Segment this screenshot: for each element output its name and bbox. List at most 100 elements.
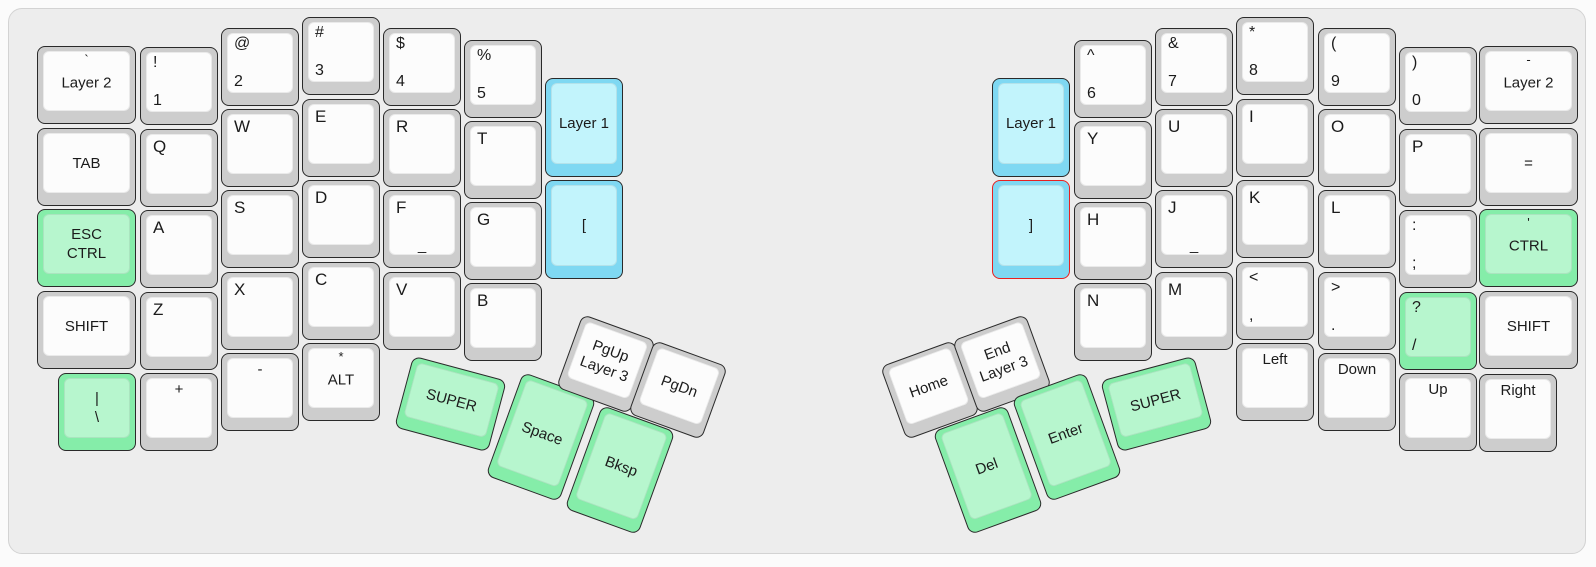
key-amp-7[interactable]: &7 (1155, 28, 1233, 106)
key-asterisk-8[interactable]: *8 (1236, 17, 1314, 95)
key-label: \ (94, 409, 100, 426)
key-d[interactable]: D (302, 180, 380, 258)
key-h[interactable]: H (1074, 202, 1152, 280)
key-s[interactable]: S (221, 190, 299, 268)
key-o[interactable]: O (1318, 109, 1396, 187)
key-paren-0[interactable]: )0 (1399, 47, 1477, 125)
key-label: ESC (71, 226, 102, 243)
key-layer2-right[interactable]: -Layer 2 (1479, 46, 1578, 124)
key-label: Space (519, 417, 566, 449)
key-q[interactable]: Q (140, 129, 218, 207)
key-f[interactable]: F_ (383, 190, 461, 268)
key-layer1-right[interactable]: Layer 1 (992, 78, 1070, 177)
key-label: 0 (1412, 92, 1421, 109)
key-label: Layer 2 (1503, 74, 1554, 92)
key-label: CTRL (1508, 237, 1549, 255)
key-gt-period[interactable]: >. (1318, 272, 1396, 350)
key-j[interactable]: J_ (1155, 190, 1233, 268)
keycap-top: `Layer 2 (43, 51, 130, 111)
key-n[interactable]: N (1074, 283, 1152, 361)
key-label: : (1412, 217, 1417, 234)
key-u[interactable]: U (1155, 109, 1233, 187)
key-shift-right[interactable]: SHIFT (1479, 291, 1578, 369)
keycap-top: U (1161, 114, 1227, 174)
key-caret-6[interactable]: ^6 (1074, 40, 1152, 118)
keycap-top: - (227, 358, 293, 418)
keycap-top: R (389, 114, 455, 174)
key-v[interactable]: V (383, 272, 461, 350)
keycap-top: !1 (146, 52, 212, 112)
key-label: TAB (72, 154, 101, 172)
key-m[interactable]: M (1155, 272, 1233, 350)
key-arrow-left[interactable]: Left (1236, 343, 1314, 421)
key-label: % (477, 47, 492, 64)
key-w[interactable]: W (221, 109, 299, 187)
key-g[interactable]: G (464, 202, 542, 280)
key-equals[interactable]: = (1479, 128, 1578, 206)
key-minus[interactable]: - (221, 353, 299, 431)
keycap-top: Left (1242, 348, 1308, 408)
key-dollar-4[interactable]: $4 (383, 28, 461, 106)
key-plus[interactable]: + (140, 373, 218, 451)
key-x[interactable]: X (221, 272, 299, 350)
keycap-top: )0 (1405, 52, 1471, 112)
key-t[interactable]: T (464, 121, 542, 199)
keycap-top: G (470, 207, 536, 267)
key-i[interactable]: I (1236, 99, 1314, 177)
keycap-top: @2 (227, 33, 293, 93)
key-label: H (1087, 210, 1100, 229)
keycap-top: ?/ (1405, 297, 1471, 357)
key-label: Z (153, 300, 164, 319)
key-label: J (1168, 198, 1177, 217)
key-arrow-right[interactable]: Right (1479, 374, 1557, 452)
key-arrow-down[interactable]: Down (1318, 353, 1396, 431)
key-asterisk-alt[interactable]: *ALT (302, 343, 380, 421)
key-exclam-1[interactable]: !1 (140, 47, 218, 125)
keycap-top: >. (1324, 277, 1390, 337)
key-colon-semicolon[interactable]: :; (1399, 210, 1477, 288)
key-label: * (1249, 24, 1256, 41)
key-label: Down (1337, 361, 1377, 378)
key-label: @ (234, 35, 251, 52)
key-e[interactable]: E (302, 99, 380, 177)
key-at-2[interactable]: @2 (221, 28, 299, 106)
key-shift-left[interactable]: SHIFT (37, 291, 136, 369)
key-layer1-left[interactable]: Layer 1 (545, 78, 623, 177)
key-label: 3 (315, 62, 324, 79)
key-percent-5[interactable]: %5 (464, 40, 542, 118)
key-label: 7 (1168, 73, 1177, 90)
key-z[interactable]: Z (140, 292, 218, 370)
key-label: < (1249, 269, 1259, 286)
key-label: Y (1087, 129, 1099, 148)
key-paren-9[interactable]: (9 (1318, 28, 1396, 106)
keycap-top: K (1242, 185, 1308, 245)
key-l[interactable]: L (1318, 190, 1396, 268)
key-hash-3[interactable]: #3 (302, 17, 380, 95)
key-a[interactable]: A (140, 210, 218, 288)
keycap-top: J_ (1161, 195, 1227, 255)
key-left-bracket[interactable]: [ (545, 180, 623, 279)
key-layer2-left[interactable]: `Layer 2 (37, 46, 136, 124)
key-label: ? (1412, 299, 1421, 316)
key-b[interactable]: B (464, 283, 542, 361)
key-lt-comma[interactable]: <, (1236, 262, 1314, 340)
keycap-top: SHIFT (43, 296, 130, 356)
key-quote-ctrl[interactable]: 'CTRL (1479, 209, 1578, 287)
key-r[interactable]: R (383, 109, 461, 187)
keycap-top: P (1405, 134, 1471, 194)
key-arrow-up[interactable]: Up (1399, 373, 1477, 451)
key-label: 9 (1331, 73, 1340, 90)
key-c[interactable]: C (302, 262, 380, 340)
key-k[interactable]: K (1236, 180, 1314, 258)
key-label: W (234, 117, 251, 136)
key-label: 2 (234, 73, 243, 90)
key-question-slash[interactable]: ?/ (1399, 292, 1477, 370)
key-right-bracket[interactable]: ] (992, 180, 1070, 279)
key-pipe-backslash[interactable]: |\ (58, 373, 136, 451)
key-tab[interactable]: TAB (37, 128, 136, 206)
key-label: ( (1331, 35, 1337, 52)
key-p[interactable]: P (1399, 129, 1477, 207)
key-y[interactable]: Y (1074, 121, 1152, 199)
